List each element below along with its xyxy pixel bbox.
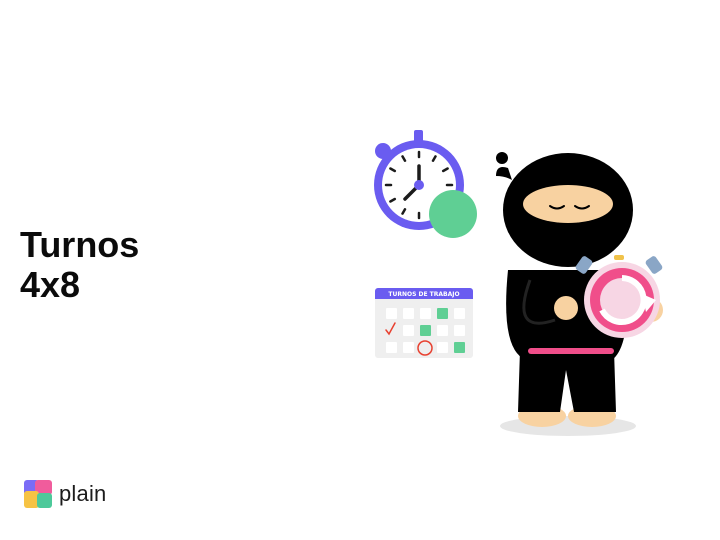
reset-stopwatch-icon xyxy=(575,255,663,338)
ninja-character xyxy=(496,152,663,436)
brand-name: plain xyxy=(59,481,107,506)
calendar-header: TURNOS DE TRABAJO xyxy=(388,291,459,298)
calendar-icon: TURNOS DE TRABAJO xyxy=(375,288,473,358)
plain-logo-icon xyxy=(24,480,52,508)
title-line-2: 4x8 xyxy=(20,264,81,305)
shift-work-illustration: TURNOS DE TRABAJO xyxy=(374,130,663,436)
title-line-1: Turnos xyxy=(20,224,140,265)
slide-title: Turnos 4x8 xyxy=(20,225,139,305)
stopwatch-icon xyxy=(374,130,477,238)
plain-logo: plain xyxy=(24,480,106,508)
